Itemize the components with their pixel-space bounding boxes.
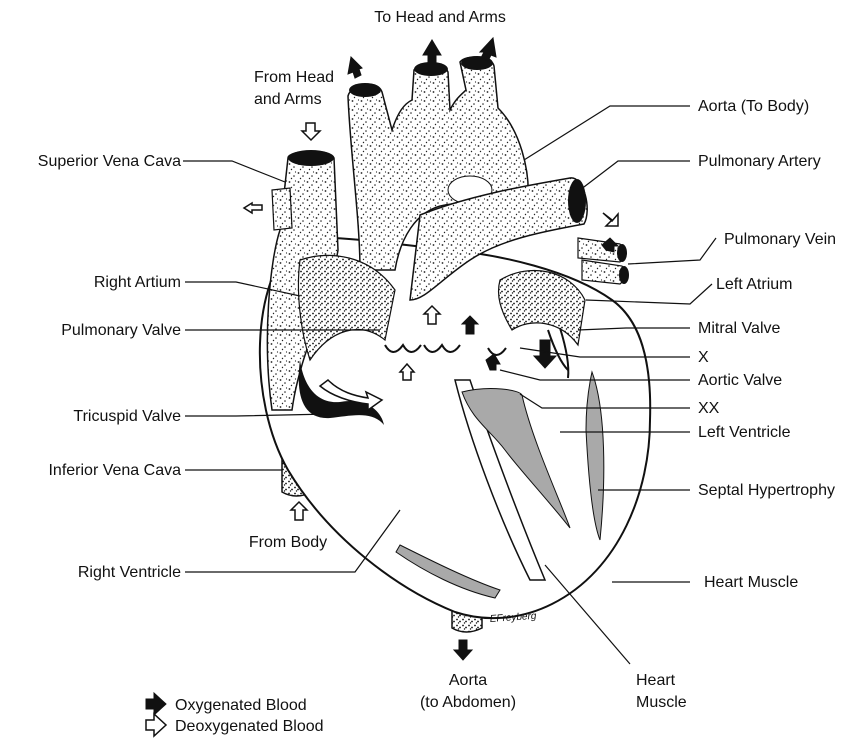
arrow-upleft-filled-icon: [348, 57, 362, 78]
superior-vena-cava-opening: [288, 150, 334, 166]
pulmonary-vein-opening-2: [619, 266, 629, 284]
pulmonary-vein-vessel-1: [578, 238, 624, 262]
outline-arrow-icon: [146, 714, 166, 736]
label-left-atrium: Left Atrium: [716, 276, 792, 293]
label-heart-muscle-right: Heart Muscle: [704, 574, 798, 591]
label-xx: XX: [698, 400, 720, 417]
label-inferior-vena-cava: Inferior Vena Cava: [48, 462, 181, 479]
label-aorta-abdomen-2: (to Abdomen): [420, 694, 516, 711]
svc-side-branch: [272, 188, 292, 230]
aorta-branch-opening-2: [414, 62, 448, 76]
label-aortic-valve: Aortic Valve: [698, 372, 782, 389]
label-tricuspid-valve: Tricuspid Valve: [73, 408, 181, 425]
label-x: X: [698, 349, 709, 366]
legend: Oxygenated Blood Deoxygenated Blood: [146, 693, 324, 736]
arrow-up-outline-icon-3: [291, 502, 307, 520]
label-to-head-arms: To Head and Arms: [374, 9, 506, 26]
arrow-upright-filled-icon: [480, 38, 496, 61]
pulmonary-vein-opening-1: [617, 244, 627, 262]
label-from-head-arms-1: From Head: [254, 69, 334, 86]
aorta-branch-opening-1: [349, 83, 381, 97]
label-heart-muscle-bottom-2: Muscle: [636, 694, 687, 711]
arrow-down-filled-icon-2: [454, 640, 472, 660]
label-aorta-to-body: Aorta (To Body): [698, 98, 809, 115]
label-superior-vena-cava: Superior Vena Cava: [38, 153, 181, 170]
label-mitral-valve: Mitral Valve: [698, 320, 780, 337]
label-right-atrium: Right Artium: [94, 274, 181, 291]
arrow-down-right-outline-icon: [603, 213, 618, 226]
arrow-up-filled-icon: [423, 40, 441, 62]
label-septal-hypertrophy: Septal Hypertrophy: [698, 482, 835, 499]
label-from-body: From Body: [249, 534, 327, 551]
pulmonary-artery-opening: [568, 179, 586, 223]
filled-arrow-icon: [146, 693, 166, 715]
label-left-ventricle: Left Ventricle: [698, 424, 791, 441]
arrow-left-outline-icon: [244, 203, 262, 213]
arrow-down-outline-icon: [302, 123, 320, 140]
legend-oxygenated-label: Oxygenated Blood: [175, 697, 307, 714]
label-pulmonary-valve: Pulmonary Valve: [61, 322, 181, 339]
label-from-head-arms-2: and Arms: [254, 91, 322, 108]
pulmonary-vein-vessel-2: [582, 260, 626, 284]
label-pulmonary-vein: Pulmonary Vein: [724, 231, 836, 248]
artist-signature: EFreyberg: [489, 611, 537, 625]
label-right-ventricle: Right Ventricle: [78, 564, 181, 581]
label-aorta-abdomen-1: Aorta: [449, 672, 487, 689]
label-heart-muscle-bottom-1: Heart: [636, 672, 676, 689]
legend-deoxygenated-label: Deoxygenated Blood: [175, 718, 324, 735]
label-pulmonary-artery: Pulmonary Artery: [698, 153, 821, 170]
